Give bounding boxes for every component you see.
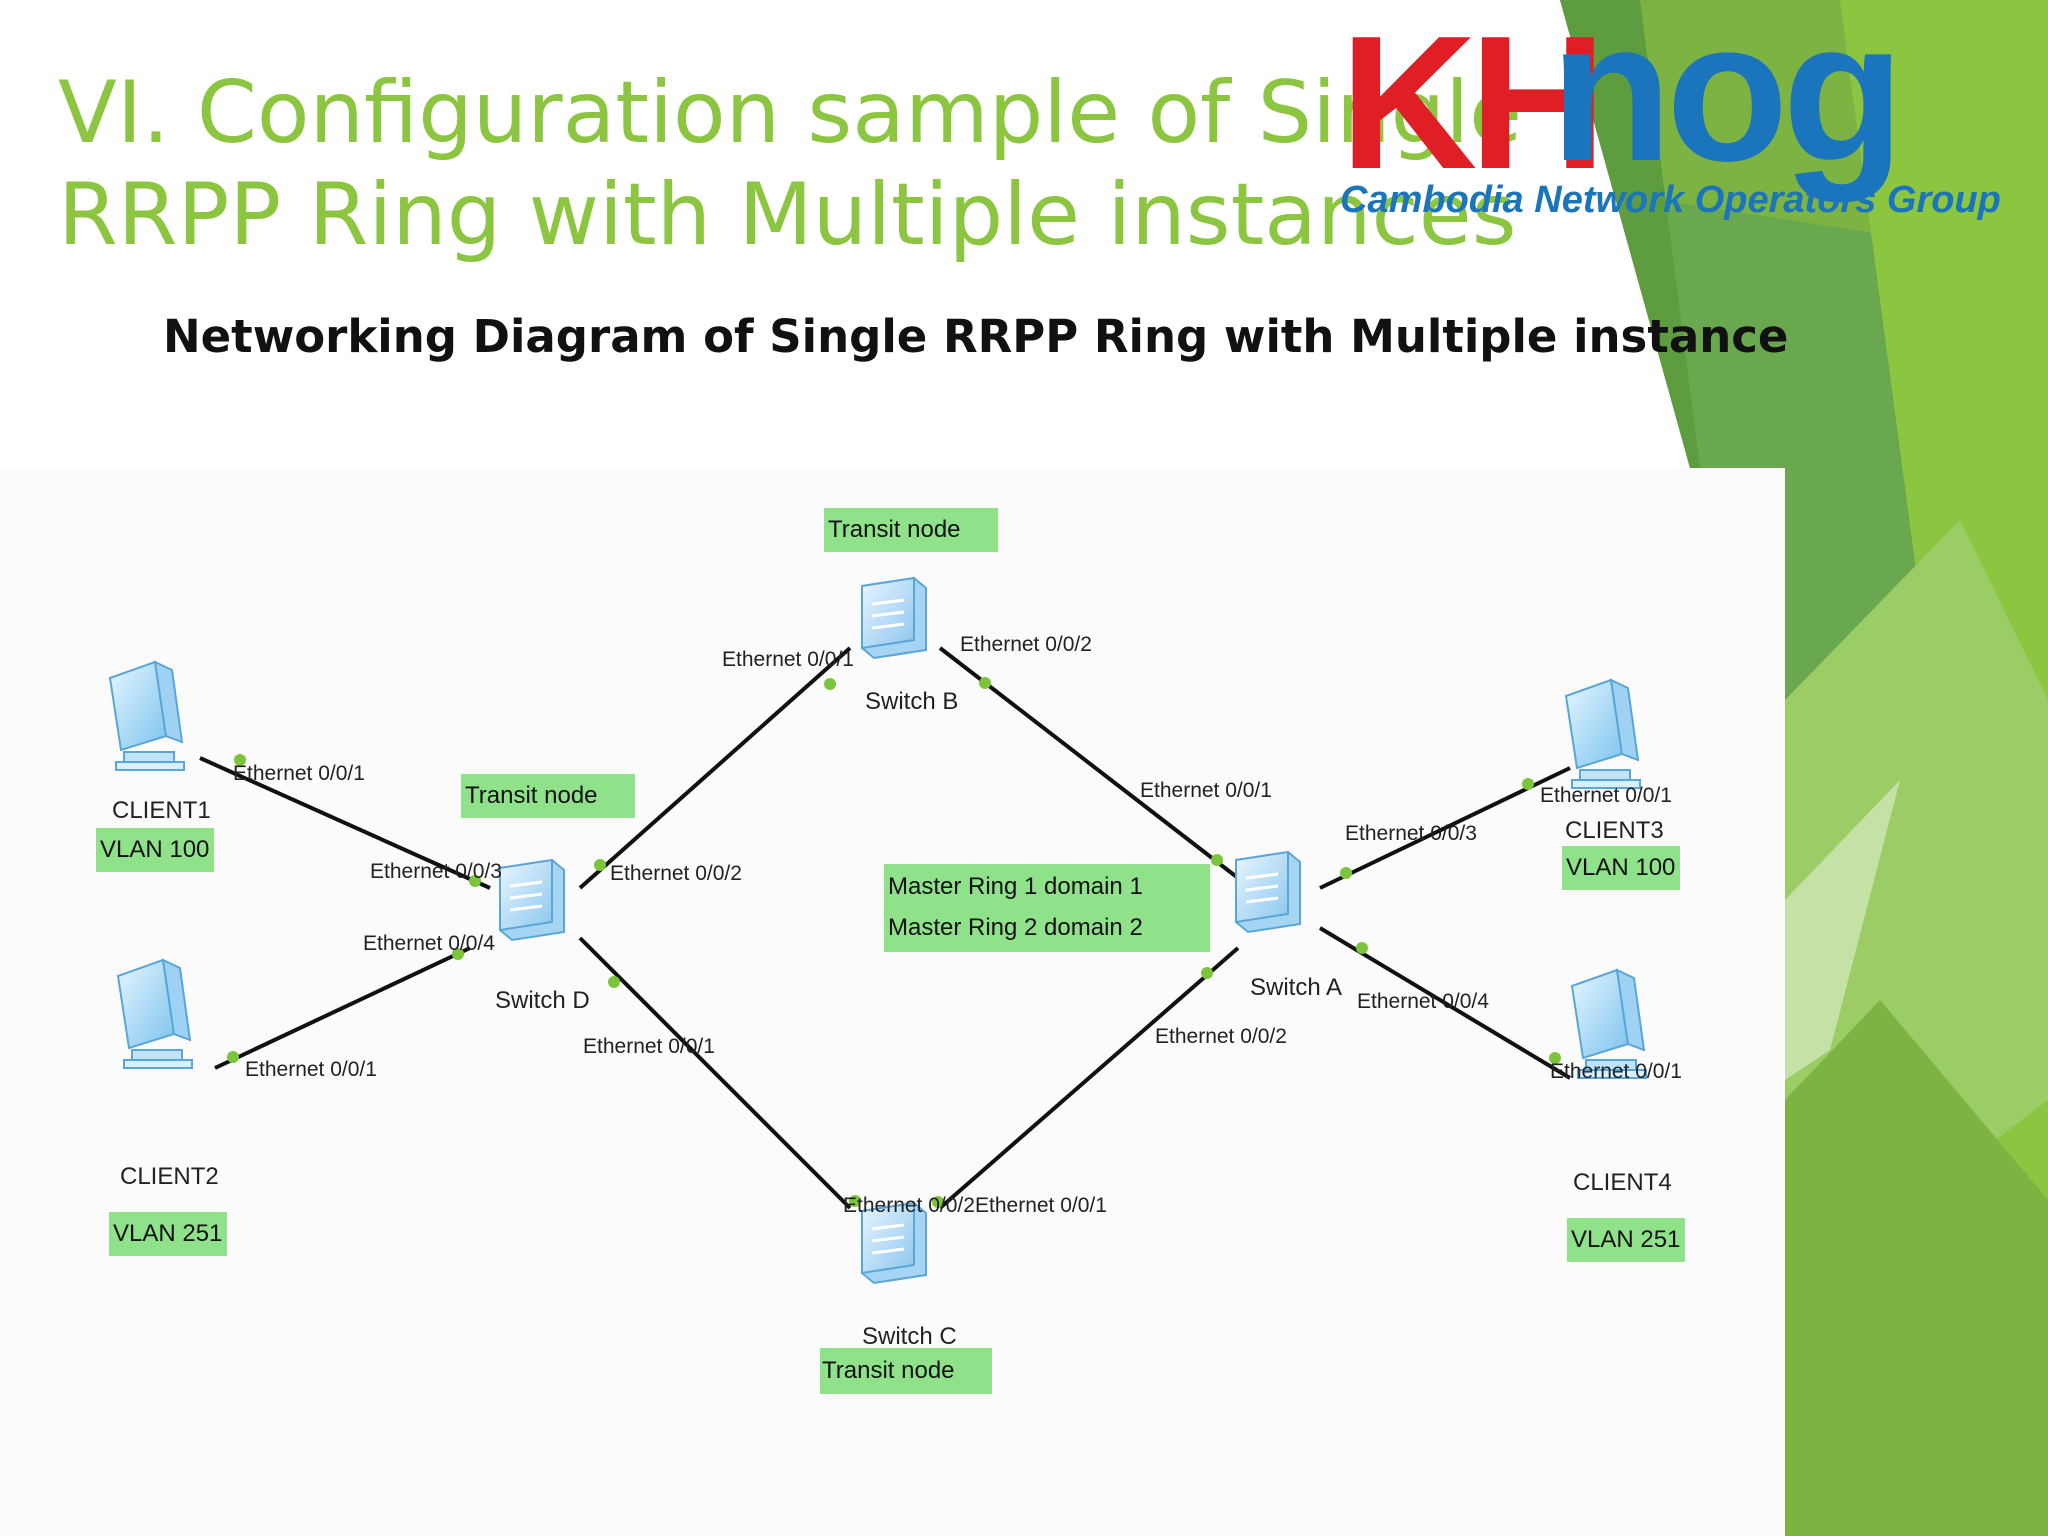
switch-a-role-bg — [884, 864, 1210, 952]
client1-vlan: VLAN 100 — [100, 836, 209, 863]
green-shape-light — [1785, 780, 1900, 1080]
diagram-subtitle: Networking Diagram of Single RRPP Ring w… — [163, 310, 1789, 363]
green-shape-edge — [1560, 0, 1700, 468]
client3-name: CLIENT3 — [1565, 817, 1664, 844]
logo-tagline: Cambodia Network Operators Group — [1340, 179, 2001, 221]
port-label-d-e2: Ethernet 0/0/2 — [610, 862, 742, 885]
port-dot — [234, 754, 246, 766]
switch-a-icon — [1234, 850, 1302, 934]
switch-c-role-bg — [820, 1348, 992, 1394]
port-label-d-e1: Ethernet 0/0/1 — [583, 1035, 715, 1058]
green-shape-bottom — [1785, 1000, 2048, 1536]
link-switchd-switchc — [578, 936, 852, 1210]
port-label-d-e3: Ethernet 0/0/3 — [370, 860, 502, 883]
logo-wordmark-right: nog — [1550, 0, 1899, 203]
switch-b-name: Switch B — [865, 688, 958, 715]
port-dot — [1211, 854, 1223, 866]
slide-title-line2: RRPP Ring with Multiple instances — [58, 165, 1517, 265]
switch-d-icon — [498, 858, 566, 942]
port-dot — [452, 948, 464, 960]
khnog-logo: KH nog Cambodia Network Operators Group — [1340, 0, 2001, 221]
port-dot — [227, 1051, 239, 1063]
switch-d-name: Switch D — [495, 987, 590, 1014]
switch-a-role-line2: Master Ring 2 domain 2 — [888, 914, 1143, 941]
port-dot — [608, 976, 620, 988]
port-dot — [594, 859, 606, 871]
switch-b-role-bg — [824, 508, 998, 552]
device-labels: Switch B Switch D Switch A Switch C CLIE… — [112, 688, 1672, 1350]
client2-vlan: VLAN 251 — [113, 1220, 222, 1247]
switch-d-role: Transit node — [465, 782, 598, 809]
port-dot — [1549, 1052, 1561, 1064]
annotation-tags: Transit node Transit node Transit node M… — [96, 508, 1685, 1394]
port-label-client2-e1: Ethernet 0/0/1 — [245, 1058, 377, 1081]
client4-vlan-bg — [1567, 1218, 1685, 1262]
switch-b-role: Transit node — [828, 516, 961, 543]
link-client2-switchd — [214, 946, 471, 1070]
slide-title: VI. Configuration sample of Single RRPP … — [58, 62, 1522, 266]
network-diagram: Switch B Switch D Switch A Switch C CLIE… — [0, 468, 1785, 1536]
switch-c-name: Switch C — [862, 1323, 957, 1350]
port-label-d-e4: Ethernet 0/0/4 — [363, 932, 495, 955]
slide-title-line1: VI. Configuration sample of Single — [58, 63, 1523, 163]
port-label-c-e2: Ethernet 0/0/2 — [843, 1194, 975, 1217]
port-labels: Ethernet 0/0/1 Ethernet 0/0/2 Ethernet 0… — [233, 633, 1682, 1217]
client2-name: CLIENT2 — [120, 1163, 219, 1190]
port-dot — [1522, 778, 1534, 790]
port-label-a-e1: Ethernet 0/0/1 — [1140, 779, 1272, 802]
port-label-b-e2: Ethernet 0/0/2 — [960, 633, 1092, 656]
port-label-b-e1: Ethernet 0/0/1 — [722, 648, 854, 671]
client1-vlan-bg — [96, 828, 214, 872]
switch-d-role-bg — [461, 774, 635, 818]
client3-vlan-bg — [1562, 846, 1680, 890]
port-label-client4-e1: Ethernet 0/0/1 — [1550, 1060, 1682, 1083]
port-dots — [227, 677, 1561, 1208]
port-label-a-e2: Ethernet 0/0/2 — [1155, 1025, 1287, 1048]
client4-name: CLIENT4 — [1573, 1169, 1672, 1196]
switch-c-role: Transit node — [822, 1357, 955, 1384]
switch-b-icon — [860, 576, 928, 660]
client1-name: CLIENT1 — [112, 797, 211, 824]
port-dot — [1201, 967, 1213, 979]
port-dot — [1340, 867, 1352, 879]
link-switchc-switcha — [938, 946, 1240, 1210]
link-switchd-switchb — [578, 646, 852, 890]
port-dot — [932, 1196, 944, 1208]
port-dot — [979, 677, 991, 689]
port-label-a-e3: Ethernet 0/0/3 — [1345, 822, 1477, 845]
port-label-client3-e1: Ethernet 0/0/1 — [1540, 784, 1672, 807]
client4-vlan: VLAN 251 — [1571, 1226, 1680, 1253]
client3-vlan: VLAN 100 — [1566, 854, 1675, 881]
switch-a-name: Switch A — [1250, 974, 1342, 1001]
port-label-client1-e1: Ethernet 0/0/1 — [233, 762, 365, 785]
link-client1-switchd — [199, 756, 491, 890]
port-dot — [849, 1195, 861, 1207]
port-dot — [1356, 942, 1368, 954]
client2-vlan-bg — [109, 1212, 227, 1256]
logo-wordmark-left: KH — [1340, 0, 1598, 209]
port-dot — [824, 678, 836, 690]
port-label-a-e4: Ethernet 0/0/4 — [1357, 990, 1489, 1013]
port-dot — [469, 875, 481, 887]
port-label-c-e1: Ethernet 0/0/1 — [975, 1194, 1107, 1217]
switch-a-role-line1: Master Ring 1 domain 1 — [888, 873, 1143, 900]
